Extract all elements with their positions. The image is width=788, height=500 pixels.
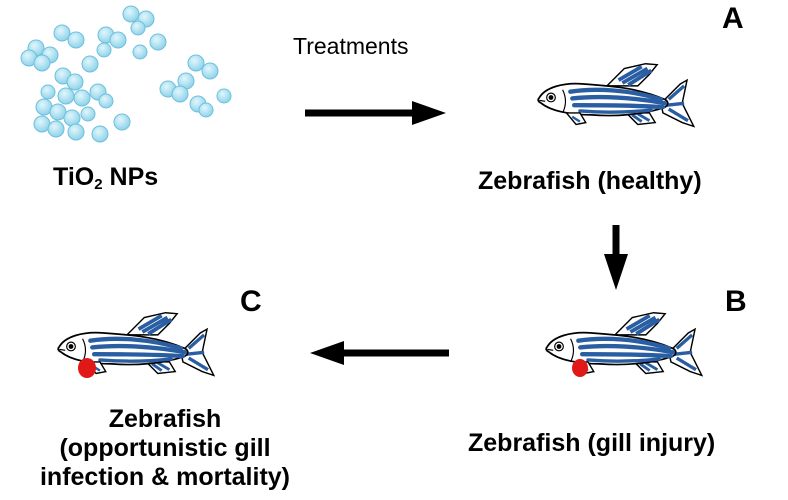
caption-c-line-1: Zebrafish bbox=[108, 405, 222, 433]
zebrafish-gill-injury bbox=[546, 313, 702, 376]
panel-letter-a: A bbox=[722, 2, 744, 35]
nanoparticle-cluster bbox=[20, 5, 232, 143]
arrow-a-to-b bbox=[604, 225, 628, 290]
treatments-label: Treatments bbox=[293, 33, 409, 59]
nanoparticle-label: TiO2 NPs bbox=[53, 163, 159, 193]
gill-injury-spot-b bbox=[572, 359, 588, 377]
panel-letter-c: C bbox=[240, 285, 262, 318]
caption-healthy: Zebrafish (healthy) bbox=[478, 167, 702, 195]
caption-c-line-3: infection & mortality) bbox=[39, 463, 290, 491]
panel-letter-b: B bbox=[725, 285, 747, 318]
gill-injury-spot-c bbox=[78, 358, 96, 378]
caption-c-line-2: (opportunistic gill bbox=[59, 434, 271, 462]
zebrafish-healthy bbox=[538, 64, 694, 127]
caption-infection-mortality: Zebrafish (opportunistic gill infection … bbox=[0, 405, 330, 492]
arrow-np-to-a bbox=[305, 101, 446, 125]
caption-gill-injury: Zebrafish (gill injury) bbox=[468, 429, 716, 457]
arrow-b-to-c bbox=[310, 341, 449, 365]
